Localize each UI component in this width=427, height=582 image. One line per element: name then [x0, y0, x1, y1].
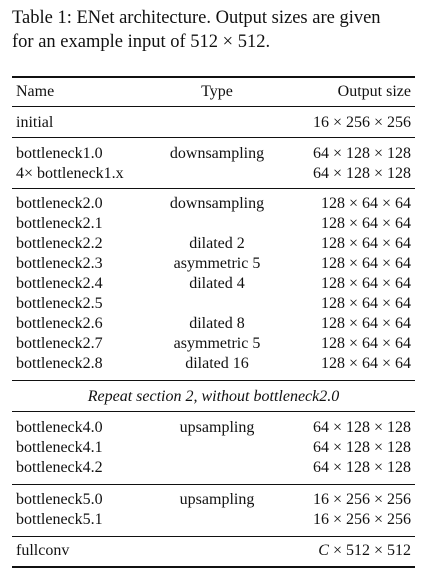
section-rule: [12, 188, 415, 189]
header-size: Output size: [337, 83, 411, 100]
table-row: bottleneck2.3 asymmetric 5 128 × 64 × 64: [0, 254, 427, 274]
table-row: bottleneck5.0 upsampling 16 × 256 × 256: [0, 490, 427, 510]
section-rule: [12, 484, 415, 485]
row-size: 128 × 64 × 64: [320, 255, 411, 272]
row-size: 128 × 64 × 64: [320, 195, 411, 212]
row-size: 128 × 64 × 64: [320, 275, 411, 292]
row-type: upsampling: [179, 419, 255, 436]
table-row: bottleneck1.0 downsampling 64 × 128 × 12…: [0, 144, 427, 164]
row-name: 4× bottleneck1.x: [16, 165, 124, 182]
row-size: 16 × 256 × 256: [312, 491, 411, 508]
section-rule: [12, 380, 415, 381]
row-name: bottleneck2.1: [16, 215, 103, 232]
row-size: 128 × 64 × 64: [320, 355, 411, 372]
row-size: 64 × 128 × 128: [312, 459, 411, 476]
row-name: bottleneck2.2: [16, 235, 103, 252]
table-row: bottleneck2.6 dilated 8 128 × 64 × 64: [0, 314, 427, 334]
table-row: bottleneck2.1 128 × 64 × 64: [0, 214, 427, 234]
row-size: 64 × 128 × 128: [312, 439, 411, 456]
row-name: bottleneck2.3: [16, 255, 103, 272]
row-name: bottleneck2.8: [16, 355, 103, 372]
table-header-row: Name Type Output size: [0, 82, 427, 102]
table-row-fullconv: fullconv C × 512 × 512: [0, 541, 427, 561]
row-type: downsampling: [169, 195, 265, 212]
row-size: 16 × 256 × 256: [312, 114, 411, 131]
table-row: bottleneck4.1 64 × 128 × 128: [0, 438, 427, 458]
table-row: bottleneck4.2 64 × 128 × 128: [0, 458, 427, 478]
table-row: bottleneck2.2 dilated 2 128 × 64 × 64: [0, 234, 427, 254]
row-size: 64 × 128 × 128: [312, 419, 411, 436]
table-row: 4× bottleneck1.x 64 × 128 × 128: [0, 164, 427, 184]
row-size: 128 × 64 × 64: [320, 335, 411, 352]
row-name: bottleneck2.0: [16, 195, 103, 212]
table-row: bottleneck2.7 asymmetric 5 128 × 64 × 64: [0, 334, 427, 354]
row-type: dilated 2: [189, 235, 245, 252]
table-row: bottleneck2.4 dilated 4 128 × 64 × 64: [0, 274, 427, 294]
repeat-note: Repeat section 2, without bottleneck2.0: [87, 388, 340, 405]
row-name: initial: [16, 114, 54, 131]
row-name: bottleneck4.1: [16, 439, 103, 456]
row-type: asymmetric 5: [173, 255, 261, 272]
row-name: bottleneck1.0: [16, 145, 103, 162]
row-type: upsampling: [179, 491, 255, 508]
header-type: Type: [201, 83, 233, 100]
row-size: 128 × 64 × 64: [320, 315, 411, 332]
row-name: bottleneck4.2: [16, 459, 103, 476]
table-row: bottleneck4.0 upsampling 64 × 128 × 128: [0, 418, 427, 438]
row-size: 128 × 64 × 64: [320, 295, 411, 312]
table-row: bottleneck2.0 downsampling 128 × 64 × 64: [0, 194, 427, 214]
row-name: bottleneck4.0: [16, 419, 103, 436]
row-size: C × 512 × 512: [318, 541, 411, 561]
row-name: bottleneck2.6: [16, 315, 103, 332]
table-row: bottleneck5.1 16 × 256 × 256: [0, 510, 427, 530]
row-size: 64 × 128 × 128: [312, 165, 411, 182]
channel-variable: C: [318, 542, 329, 559]
table-row: bottleneck2.5 128 × 64 × 64: [0, 294, 427, 314]
row-name: fullconv: [16, 542, 70, 559]
table-top-rule: [12, 76, 415, 78]
row-name: bottleneck5.1: [16, 511, 103, 528]
table-bottom-rule: [12, 566, 415, 568]
row-type: dilated 16: [185, 355, 249, 372]
caption-line-2: for an example input of 512 × 512.: [12, 32, 271, 52]
section-rule: [12, 411, 415, 412]
row-size: 64 × 128 × 128: [312, 145, 411, 162]
row-type: downsampling: [169, 145, 265, 162]
table-row: bottleneck2.8 dilated 16 128 × 64 × 64: [0, 354, 427, 374]
row-name: bottleneck2.4: [16, 275, 103, 292]
section-rule: [12, 137, 415, 138]
row-name: bottleneck2.7: [16, 335, 103, 352]
repeat-note-row: Repeat section 2, without bottleneck2.0: [0, 387, 427, 407]
row-size: 128 × 64 × 64: [320, 215, 411, 232]
row-name: bottleneck2.5: [16, 295, 103, 312]
row-type: dilated 8: [189, 315, 245, 332]
row-size: 16 × 256 × 256: [312, 511, 411, 528]
section-rule: [12, 536, 415, 537]
row-type: asymmetric 5: [173, 335, 261, 352]
header-rule: [12, 106, 415, 107]
row-name: bottleneck5.0: [16, 491, 103, 508]
row-size: 128 × 64 × 64: [320, 235, 411, 252]
table-caption: Table 1: ENet architecture. Output sizes…: [12, 6, 417, 54]
row-type: dilated 4: [189, 275, 245, 292]
header-name: Name: [16, 83, 55, 100]
size-rest: × 512 × 512: [328, 542, 411, 559]
caption-line-1: Table 1: ENet architecture. Output sizes…: [12, 8, 381, 28]
table-row: initial 16 × 256 × 256: [0, 113, 427, 133]
